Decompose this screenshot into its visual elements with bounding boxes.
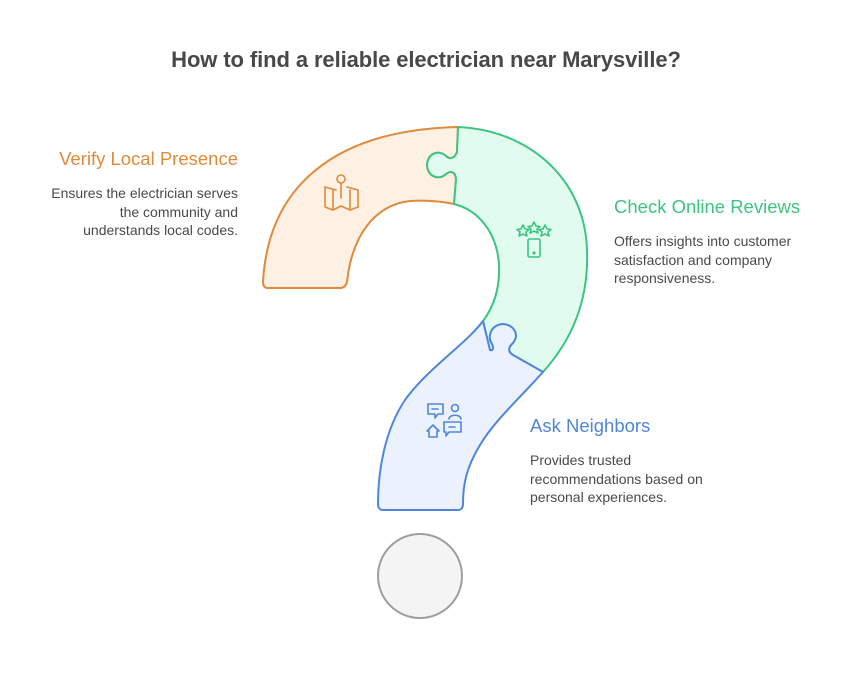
- star-rating-phone-icon: [516, 221, 552, 258]
- description-line: responsiveness.: [614, 270, 716, 286]
- item-description: Provides trusted recommendations based o…: [530, 451, 750, 507]
- description-line: the community and: [119, 203, 238, 220]
- item-heading: Ask Neighbors: [530, 415, 651, 436]
- description-line: satisfaction and company: [614, 251, 772, 268]
- page-title: How to find a reliable electrician near …: [171, 47, 681, 72]
- puzzle-piece-verify-local-presence: [262, 126, 459, 289]
- item-verify-local-presence: Verify Local Presence Ensures the electr…: [8, 148, 238, 240]
- item-ask-neighbors: Ask Neighbors Provides trusted recommend…: [530, 415, 750, 507]
- puzzle-piece-ask-neighbors: [377, 320, 544, 511]
- description-line: personal experiences.: [530, 489, 667, 505]
- item-check-online-reviews: Check Online Reviews Offers insights int…: [614, 196, 834, 288]
- item-heading: Check Online Reviews: [614, 196, 801, 217]
- item-description: Offers insights into customer satisfacti…: [614, 232, 834, 288]
- map-pin-icon: [324, 174, 359, 211]
- item-heading: Verify Local Presence: [59, 148, 238, 169]
- item-description: Ensures the electrician serves the commu…: [8, 184, 238, 240]
- description-line: Provides trusted: [530, 452, 632, 468]
- description-line: recommendations based on: [530, 470, 703, 487]
- neighbors-chat-icon: [426, 403, 462, 438]
- question-mark-dot: [377, 533, 463, 619]
- description-line: Offers insights into customer: [614, 233, 792, 249]
- description-line: Ensures the electrician serves: [51, 185, 238, 201]
- description-line: understands local codes.: [83, 222, 238, 238]
